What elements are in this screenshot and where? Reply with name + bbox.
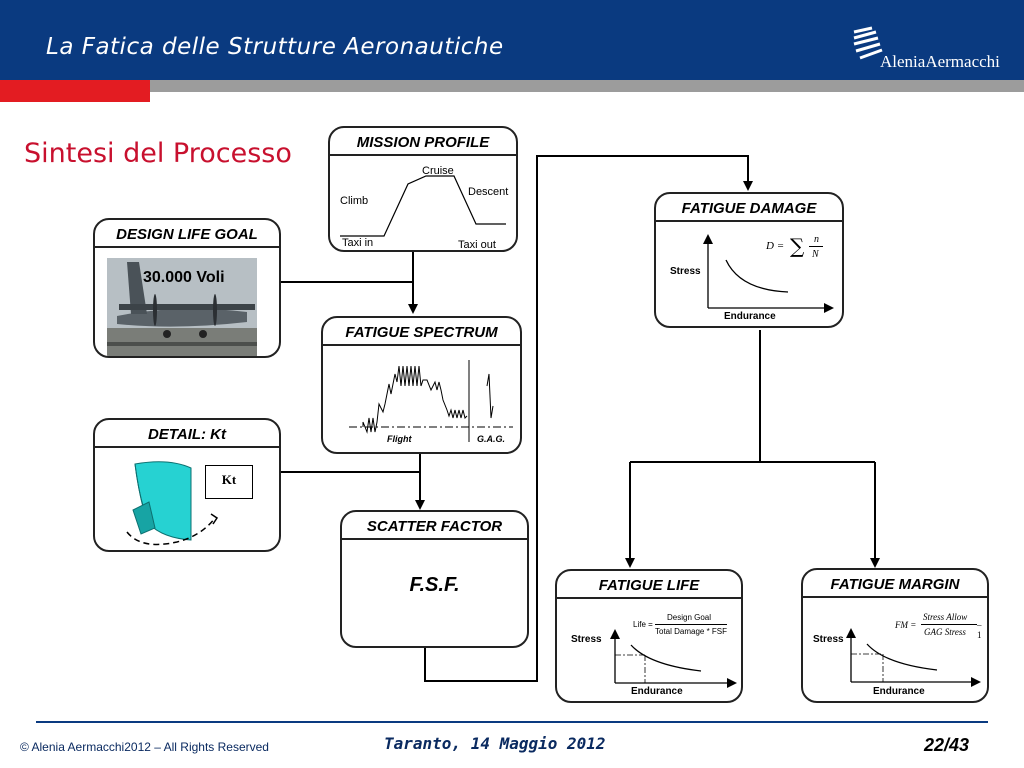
margin-formula-numerator: Stress Allow <box>923 612 968 622</box>
fatigue-damage-title: FATIGUE DAMAGE <box>656 194 842 222</box>
fatigue-spectrum-title: FATIGUE SPECTRUM <box>323 318 520 346</box>
label-taxi-in: Taxi in <box>342 237 374 249</box>
footer-copyright: © Alenia Aermacchi2012 – All Rights Rese… <box>20 740 269 754</box>
label-flight: Flight <box>387 434 412 444</box>
footer-divider <box>36 721 988 723</box>
fatigue-life-graph <box>610 629 737 688</box>
fatigue-spectrum-box: FATIGUE SPECTRUM Flight G.A.G. <box>321 316 522 454</box>
red-accent-bar <box>0 80 150 102</box>
design-life-value: 30.000 Voli <box>143 269 225 286</box>
design-life-goal-box: DESIGN LIFE GOAL 30.000 Voli <box>93 218 281 358</box>
fatigue-life-title: FATIGUE LIFE <box>557 571 741 599</box>
formula-n: n <box>814 234 819 245</box>
connector-scatter-to-damage <box>424 155 753 682</box>
detail-kt-box: DETAIL: Kt Kt <box>93 418 281 552</box>
page-heading: Sintesi del Processo <box>24 138 292 169</box>
mission-profile-graph <box>340 175 506 237</box>
formula-fraction-bar <box>809 246 823 247</box>
fatigue-life-box: FATIGUE LIFE Life = Design Goal Total Da… <box>555 569 743 703</box>
margin-formula-label: FM = <box>895 620 917 630</box>
margin-formula-denominator: GAG Stress <box>924 627 966 637</box>
label-climb: Climb <box>340 195 369 207</box>
damage-endurance-label: Endurance <box>724 311 776 322</box>
formula-sum: ∑ <box>790 234 805 258</box>
margin-endurance-label: Endurance <box>873 686 925 697</box>
kt-label-box: Kt <box>205 465 253 499</box>
header-bar <box>0 0 1024 80</box>
label-cruise: Cruise <box>422 165 454 177</box>
fatigue-margin-graph <box>846 628 981 687</box>
damage-stress-label: Stress <box>670 266 701 277</box>
fatigue-damage-graph <box>703 234 834 313</box>
logo-icon <box>850 24 890 64</box>
life-formula-numerator: Design Goal <box>667 613 712 622</box>
mission-profile-box: MISSION PROFILE Cruise Climb Descent Tax… <box>328 126 518 252</box>
design-life-goal-title: DESIGN LIFE GOAL <box>95 220 279 248</box>
mission-profile-title: MISSION PROFILE <box>330 128 516 156</box>
footer-date: Taranto, 14 Maggio 2012 <box>384 734 606 753</box>
connector-detail-to-scatter <box>280 471 425 510</box>
life-stress-label: Stress <box>571 634 602 645</box>
scatter-factor-box: SCATTER FACTOR F.S.F. <box>340 510 529 648</box>
margin-stress-label: Stress <box>813 634 844 645</box>
label-taxi-out: Taxi out <box>458 239 496 251</box>
detail-part-drawing <box>126 461 219 546</box>
logo-text: AleniaAermacchi <box>880 52 1000 71</box>
presentation-title: La Fatica delle Strutture Aeronautiche <box>46 34 504 60</box>
grey-accent-bar <box>150 80 1024 92</box>
life-fraction-bar <box>655 624 727 625</box>
life-endurance-label: Endurance <box>631 686 683 697</box>
margin-formula-minus-one: – 1 <box>977 620 982 640</box>
aircraft-photo <box>107 258 257 356</box>
footer-page-number: 22/43 <box>924 735 970 755</box>
margin-fraction-bar <box>921 624 977 625</box>
detail-kt-title: DETAIL: Kt <box>95 420 279 448</box>
fatigue-margin-box: FATIGUE MARGIN FM = Stress Allow GAG Str… <box>801 568 989 703</box>
label-gag: G.A.G. <box>477 434 506 444</box>
scatter-factor-value: F.S.F. <box>409 574 460 596</box>
fatigue-spectrum-graph <box>349 360 513 442</box>
formula-d: D = <box>766 240 785 252</box>
formula-N: N <box>812 249 819 260</box>
label-descent: Descent <box>468 186 509 198</box>
life-formula-label: Life = <box>633 620 653 629</box>
life-formula-denominator: Total Damage * FSF <box>655 627 728 636</box>
scatter-factor-title: SCATTER FACTOR <box>342 512 527 540</box>
fatigue-margin-title: FATIGUE MARGIN <box>803 570 987 598</box>
fatigue-damage-box: FATIGUE DAMAGE D = ∑ n N Stress Enduranc… <box>654 192 844 328</box>
